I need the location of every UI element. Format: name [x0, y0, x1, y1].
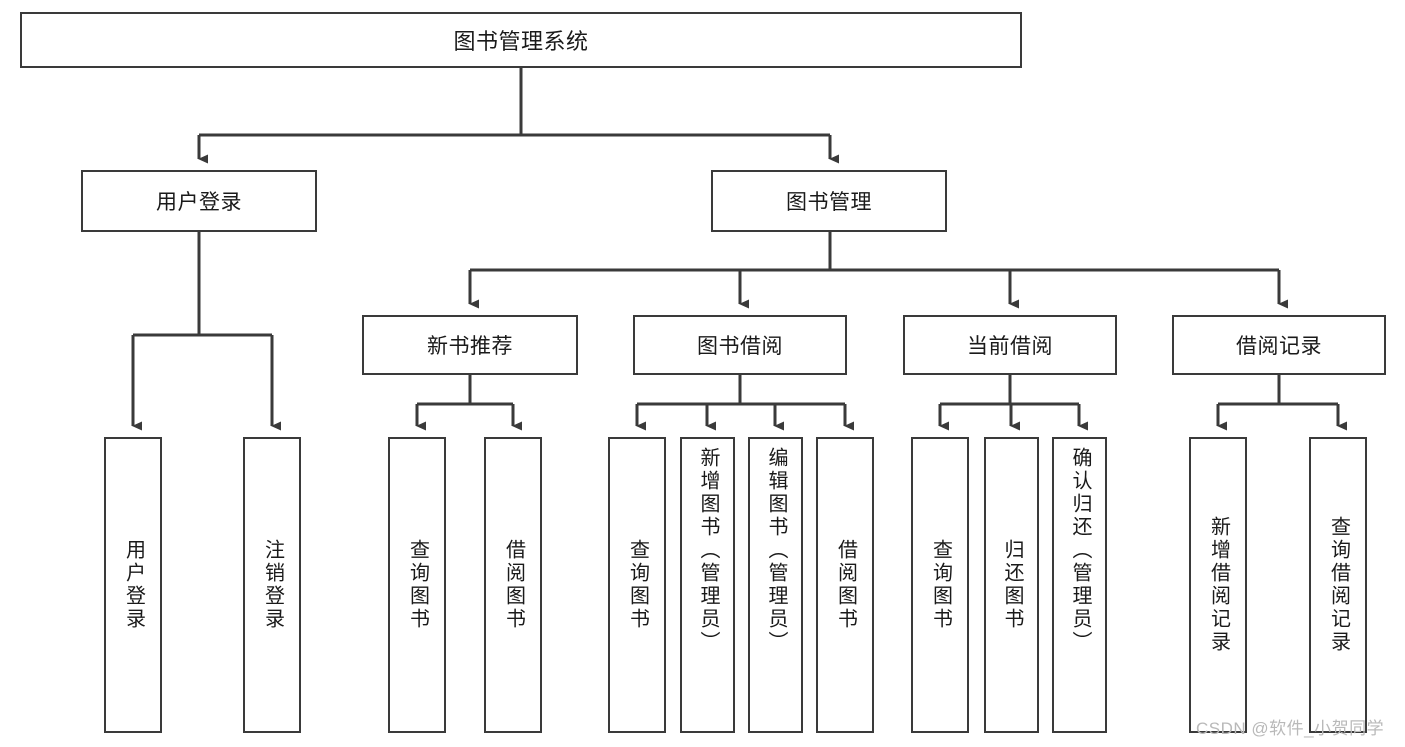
node-leaf-return-book-label: 归还图书 — [1001, 539, 1023, 631]
node-book-manage-label: 图书管理 — [786, 191, 872, 214]
node-leaf-query-book-3[interactable]: 查询图书 — [911, 437, 969, 733]
node-leaf-query-record-label: 查询借阅记录 — [1327, 516, 1350, 654]
node-leaf-query-book-3-label: 查询图书 — [929, 539, 952, 631]
node-leaf-logout-label: 注销登录 — [261, 539, 284, 631]
node-leaf-add-book-label: 新增图书（管理员） — [697, 447, 719, 654]
node-leaf-edit-book-label: 编辑图书（管理员） — [765, 447, 787, 654]
node-root[interactable]: 图书管理系统 — [20, 12, 1022, 68]
node-borrow-record[interactable]: 借阅记录 — [1172, 315, 1386, 375]
node-leaf-add-book[interactable]: 新增图书（管理员） — [680, 437, 735, 733]
node-leaf-query-book-1[interactable]: 查询图书 — [388, 437, 446, 733]
node-borrow-record-label: 借阅记录 — [1236, 335, 1322, 358]
node-leaf-query-book-2[interactable]: 查询图书 — [608, 437, 666, 733]
node-user-login-label: 用户登录 — [156, 191, 242, 214]
node-leaf-confirm-return-label: 确认归还（管理员） — [1069, 447, 1091, 654]
node-book-manage[interactable]: 图书管理 — [711, 170, 947, 232]
node-leaf-borrow-book-1-label: 借阅图书 — [502, 539, 525, 631]
node-book-borrow[interactable]: 图书借阅 — [633, 315, 847, 375]
node-leaf-user-login[interactable]: 用户登录 — [104, 437, 162, 733]
node-new-book-recommend-label: 新书推荐 — [427, 335, 513, 358]
node-leaf-query-record[interactable]: 查询借阅记录 — [1309, 437, 1367, 733]
node-leaf-borrow-book-2-label: 借阅图书 — [834, 539, 857, 631]
node-root-label: 图书管理系统 — [453, 29, 589, 54]
node-current-borrow-label: 当前借阅 — [967, 335, 1053, 358]
node-leaf-borrow-book-1[interactable]: 借阅图书 — [484, 437, 542, 733]
node-leaf-return-book[interactable]: 归还图书 — [984, 437, 1039, 733]
node-new-book-recommend[interactable]: 新书推荐 — [362, 315, 578, 375]
node-leaf-edit-book[interactable]: 编辑图书（管理员） — [748, 437, 803, 733]
node-leaf-confirm-return[interactable]: 确认归还（管理员） — [1052, 437, 1107, 733]
csdn-watermark: CSDN @软件_小贺同学 — [1196, 719, 1385, 738]
node-leaf-logout[interactable]: 注销登录 — [243, 437, 301, 733]
node-user-login[interactable]: 用户登录 — [81, 170, 317, 232]
node-leaf-user-login-label: 用户登录 — [122, 539, 145, 631]
node-current-borrow[interactable]: 当前借阅 — [903, 315, 1117, 375]
node-leaf-query-book-1-label: 查询图书 — [406, 539, 429, 631]
node-leaf-add-record[interactable]: 新增借阅记录 — [1189, 437, 1247, 733]
node-leaf-add-record-label: 新增借阅记录 — [1207, 516, 1230, 654]
node-leaf-query-book-2-label: 查询图书 — [626, 539, 649, 631]
node-leaf-borrow-book-2[interactable]: 借阅图书 — [816, 437, 874, 733]
node-book-borrow-label: 图书借阅 — [697, 335, 783, 358]
